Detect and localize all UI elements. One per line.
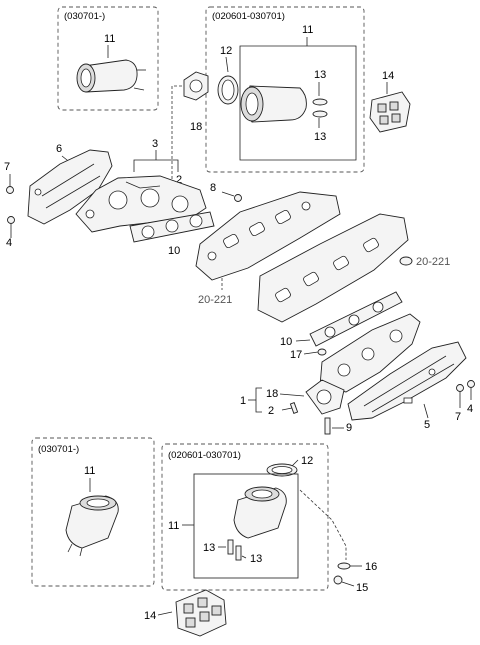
variant-box-top-left: (030701-) 11 bbox=[57, 6, 159, 111]
bolt[interactable] bbox=[456, 384, 464, 409]
stud-bolt[interactable] bbox=[235, 545, 247, 561]
manifold-gasket[interactable] bbox=[309, 291, 403, 347]
stud-bolt[interactable] bbox=[281, 402, 299, 414]
callout-13: 13 bbox=[314, 131, 326, 143]
callout-7: 7 bbox=[455, 411, 461, 423]
flange-gasket[interactable] bbox=[305, 379, 345, 415]
heat-shield-left[interactable] bbox=[27, 149, 113, 225]
callout-13: 13 bbox=[250, 553, 262, 565]
heat-protector[interactable] bbox=[175, 589, 227, 637]
callout-8: 8 bbox=[210, 182, 216, 194]
cylinder-head-right[interactable] bbox=[257, 213, 409, 323]
nut[interactable] bbox=[467, 380, 475, 401]
callout-15: 15 bbox=[356, 582, 368, 594]
callout-14: 14 bbox=[382, 70, 394, 82]
catalytic-converter[interactable] bbox=[76, 59, 146, 93]
callout-9: 9 bbox=[346, 422, 352, 434]
callout-4: 4 bbox=[467, 403, 473, 415]
nut[interactable] bbox=[7, 216, 15, 239]
nut[interactable] bbox=[333, 575, 355, 587]
stud-bolt[interactable] bbox=[218, 539, 234, 555]
callout-18: 18 bbox=[266, 388, 278, 400]
cylinder-head-left[interactable] bbox=[195, 191, 341, 281]
variant-label: (020601-030701) bbox=[168, 450, 241, 461]
flange-gasket[interactable] bbox=[183, 71, 209, 101]
callout-2: 2 bbox=[268, 405, 274, 417]
variant-label: (020601-030701) bbox=[212, 11, 285, 22]
callout-11: 11 bbox=[302, 24, 313, 36]
variant-label: (030701-) bbox=[64, 11, 105, 22]
stud-bolt[interactable] bbox=[303, 348, 327, 356]
bolt[interactable] bbox=[221, 191, 242, 202]
callout-12: 12 bbox=[301, 455, 313, 467]
catalytic-converter[interactable] bbox=[233, 486, 287, 539]
gasket-ring[interactable] bbox=[217, 75, 239, 105]
heat-shield-right[interactable] bbox=[347, 341, 467, 421]
callout-14: 14 bbox=[144, 610, 156, 622]
callout-4: 4 bbox=[6, 237, 12, 249]
variant-box-bottom-right: (020601-030701) 12 11 13 13 bbox=[161, 443, 329, 591]
reference-20-221: 20-221 bbox=[416, 256, 450, 268]
gasket-ring[interactable] bbox=[266, 463, 298, 477]
callout-11: 11 bbox=[168, 520, 179, 532]
callout-13: 13 bbox=[314, 69, 326, 81]
variant-label: (030701-) bbox=[38, 444, 79, 455]
callout-18: 18 bbox=[190, 121, 202, 133]
callout-12: 12 bbox=[220, 45, 232, 57]
variant-box-top-right: (020601-030701) 11 12 13 13 bbox=[205, 6, 365, 173]
stud-bolt[interactable] bbox=[312, 98, 328, 106]
variant-box-bottom-left: (030701-) 11 bbox=[31, 437, 155, 587]
callout-16: 16 bbox=[365, 561, 377, 573]
reference-20-221: 20-221 bbox=[198, 294, 232, 306]
catalytic-converter[interactable] bbox=[65, 495, 119, 557]
callout-17: 17 bbox=[290, 349, 302, 361]
callout-13: 13 bbox=[203, 542, 215, 554]
callout-7: 7 bbox=[4, 161, 10, 173]
sensor-plug[interactable] bbox=[399, 256, 413, 266]
catalytic-converter[interactable] bbox=[240, 85, 307, 123]
bolt[interactable] bbox=[324, 417, 344, 435]
heat-protector[interactable] bbox=[369, 91, 411, 133]
callout-6: 6 bbox=[56, 143, 62, 155]
clamp-bolt[interactable] bbox=[337, 562, 362, 570]
manifold-gasket[interactable] bbox=[129, 211, 215, 243]
exhaust-manifold-right[interactable] bbox=[319, 313, 421, 393]
callout-2: 2 bbox=[176, 174, 182, 186]
callout-10: 10 bbox=[168, 245, 180, 257]
callout-5: 5 bbox=[424, 419, 430, 431]
stud-bolt[interactable] bbox=[312, 110, 328, 118]
bolt[interactable] bbox=[6, 174, 14, 194]
callout-11: 11 bbox=[104, 33, 115, 45]
callout-1: 1 bbox=[240, 395, 246, 407]
callout-3: 3 bbox=[152, 138, 158, 150]
callout-10: 10 bbox=[280, 336, 292, 348]
callout-11: 11 bbox=[84, 465, 95, 477]
